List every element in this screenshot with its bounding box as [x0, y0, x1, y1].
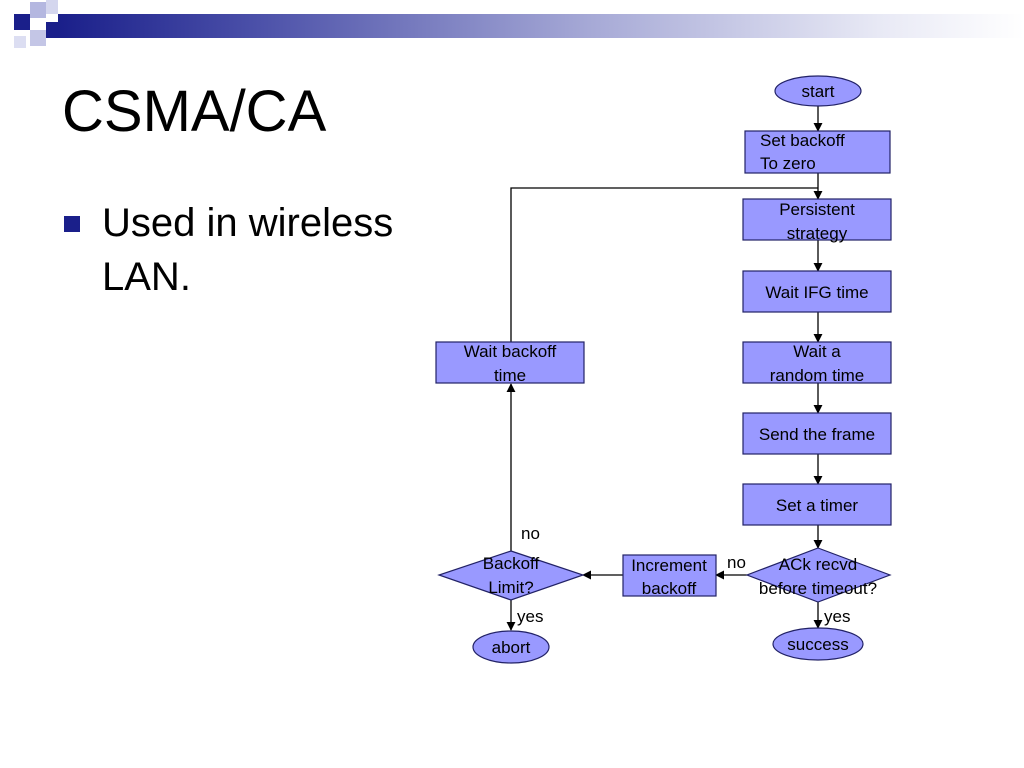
ack-label-line1: ACk recvd — [779, 555, 857, 574]
start-label: start — [801, 82, 834, 101]
corner-square-light-3 — [30, 30, 46, 46]
node-labels: start Set backoff To zero Persistent str… — [464, 82, 877, 657]
node-wait-backoff — [435, 341, 585, 384]
persistent-label-line2: strategy — [787, 224, 848, 243]
bullet-square-icon — [64, 216, 80, 232]
backoff-limit-label-line2: Limit? — [488, 578, 533, 597]
limit-no-label: no — [521, 524, 540, 543]
abort-label: abort — [492, 638, 531, 657]
node-send-frame — [742, 412, 892, 455]
flow-nodes — [435, 75, 892, 664]
edge-labels: no yes no yes — [517, 524, 850, 626]
node-set-timer — [742, 483, 892, 526]
node-ack-decision — [745, 547, 892, 603]
edge-waitbackoff-loop-to-persistent — [510, 187, 818, 342]
wait-backoff-label-line2: time — [494, 366, 526, 385]
wait-random-label-line1: Wait a — [793, 342, 841, 361]
bullet-item: Used in wireless LAN. — [62, 196, 422, 304]
ack-yes-label: yes — [824, 607, 850, 626]
set-backoff-label-line1: Set backoff — [760, 131, 845, 150]
node-success — [772, 627, 864, 661]
wait-random-label-line2: random time — [770, 366, 864, 385]
increment-label-line2: backoff — [642, 579, 697, 598]
node-set-backoff — [744, 130, 891, 174]
corner-square-navy-2 — [46, 22, 58, 38]
corner-square-navy-1 — [14, 14, 30, 30]
set-backoff-label-line2: To zero — [760, 154, 816, 173]
node-increment-backoff — [622, 554, 717, 597]
ack-label-line2: before timeout? — [759, 579, 877, 598]
bullet-list: Used in wireless LAN. — [62, 196, 422, 304]
send-frame-label: Send the frame — [759, 425, 875, 444]
corner-square-light-2 — [46, 0, 58, 14]
node-abort — [472, 630, 550, 664]
set-timer-label: Set a timer — [776, 496, 859, 515]
node-backoff-limit-decision — [437, 550, 585, 601]
wait-ifg-label: Wait IFG time — [765, 283, 868, 302]
ack-no-label: no — [727, 553, 746, 572]
backoff-limit-label-line1: Backoff — [483, 554, 540, 573]
flow-edges — [506, 106, 823, 631]
limit-yes-label: yes — [517, 607, 543, 626]
wait-backoff-label-line1: Wait backoff — [464, 342, 557, 361]
node-wait-random — [742, 341, 892, 384]
corner-square-light-4 — [14, 36, 26, 48]
node-start — [774, 75, 862, 107]
success-label: success — [787, 635, 848, 654]
node-persistent-strategy — [742, 198, 892, 241]
bullet-text: Used in wireless LAN. — [102, 201, 394, 299]
slide-title: CSMA/CA — [62, 79, 327, 144]
corner-square-light-1 — [30, 2, 46, 18]
header-gradient-band — [58, 14, 1024, 38]
increment-label-line1: Increment — [631, 556, 707, 575]
persistent-label-line1: Persistent — [779, 200, 855, 219]
node-wait-ifg — [742, 270, 892, 313]
